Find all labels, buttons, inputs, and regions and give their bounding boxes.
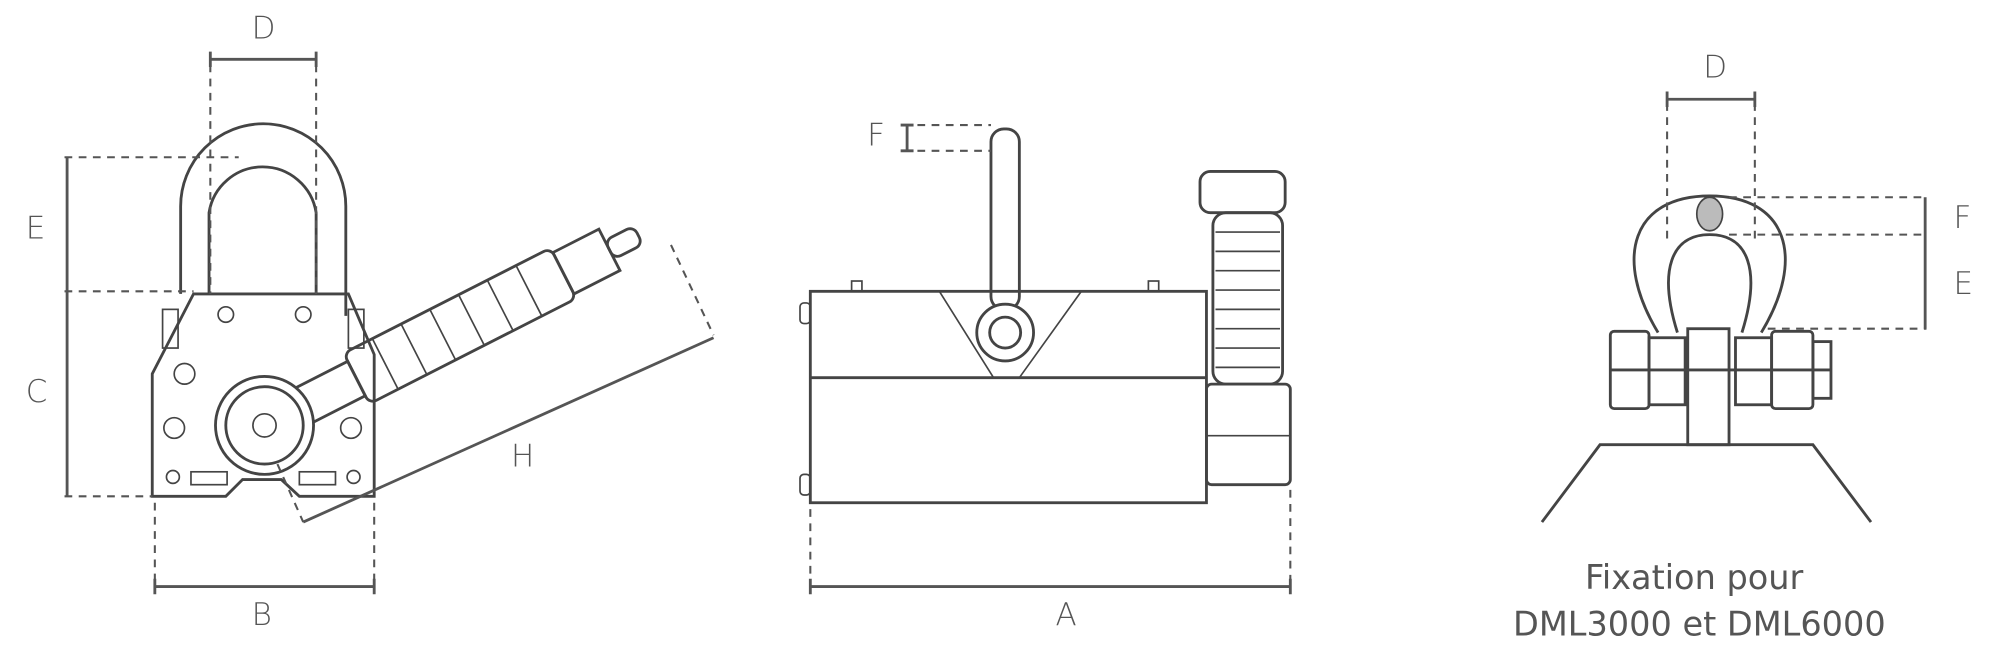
dim-label-d-right: D	[1703, 49, 1727, 85]
handle-stick	[989, 127, 1021, 311]
coil-grip	[1198, 170, 1287, 386]
caption-line-1: Fixation pour	[1585, 558, 1804, 597]
left-view: D E C B H	[26, 11, 715, 633]
base-plate	[1540, 443, 1873, 523]
dim-label-b: B	[252, 597, 272, 633]
middle-view: F A	[799, 118, 1292, 633]
dim-label-c: C	[26, 374, 48, 410]
lifting-shackle	[179, 122, 348, 316]
right-view: D F E Fixation pour DML3000 et DML6000	[1513, 49, 1973, 643]
dim-label-f-right: F	[1954, 200, 1972, 236]
dim-label-a: A	[1055, 597, 1076, 633]
rotating-handle	[253, 227, 642, 445]
dim-label-e: E	[26, 210, 46, 246]
bow-shackle	[1632, 194, 1787, 334]
caption-line-2: DML3000 et DML6000	[1513, 605, 1886, 644]
dim-label-d: D	[252, 11, 276, 47]
dim-label-e-right: E	[1954, 266, 1974, 302]
dim-label-h: H	[511, 439, 534, 475]
magnet-body	[150, 292, 376, 498]
dim-label-f: F	[867, 118, 885, 154]
